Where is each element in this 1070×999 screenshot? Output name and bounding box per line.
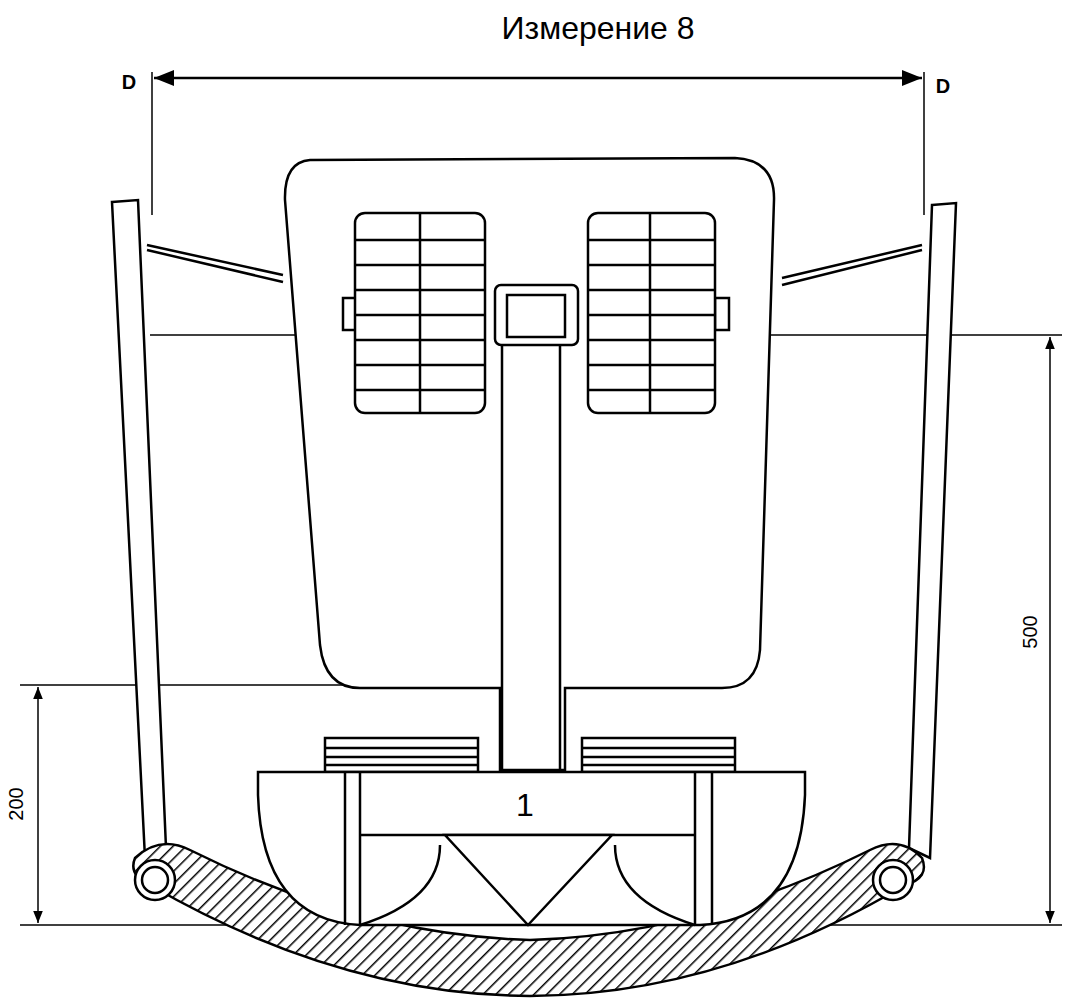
drawing-stroke (37, 687, 39, 923)
figure-title: Измерение 8 (501, 12, 694, 44)
drawing-stroke (923, 72, 925, 215)
drawing-stroke (359, 772, 362, 925)
drawing-stroke (588, 239, 715, 242)
drawing-stroke (1049, 337, 1051, 923)
base-block (135, 772, 913, 925)
drawing-stroke (147, 250, 283, 282)
dimension-lines (20, 72, 1062, 925)
dimension-value: 500 (1020, 615, 1040, 648)
drawing-stroke (419, 213, 422, 413)
drawing-stroke (782, 250, 922, 285)
drawing-stroke (344, 772, 347, 925)
callout-number: 1 (516, 789, 534, 821)
drawing-stroke (715, 298, 729, 330)
drawing-stroke (495, 285, 578, 345)
drawing-stroke (582, 756, 735, 759)
drawing-stroke (360, 845, 440, 925)
drawing-stroke (355, 264, 485, 267)
drawing-stroke (582, 764, 735, 767)
drawing-stroke (112, 200, 166, 858)
drawing-stroke (588, 389, 715, 392)
drawing-stroke (588, 364, 715, 367)
dimension-value: 200 (6, 787, 26, 820)
drawing-stroke (873, 860, 913, 900)
drawing-stroke (135, 860, 175, 900)
drawing-stroke (694, 772, 697, 925)
drawing-stroke (355, 389, 485, 392)
drawing-stroke (325, 747, 478, 750)
drawing-stroke (325, 738, 478, 772)
drawing-stroke (507, 295, 565, 337)
drawing-stroke (355, 213, 485, 413)
drawing-stroke (909, 203, 956, 858)
drawing-stroke (151, 72, 153, 215)
drawing-stroke (559, 345, 562, 770)
drawing-stroke (615, 845, 695, 925)
drawing-stroke (258, 772, 805, 925)
drawing-stroke (588, 213, 715, 413)
drawing-stroke (355, 239, 485, 242)
dimension-letter: D (122, 72, 136, 92)
drawing-stroke (782, 245, 922, 278)
drawing-stroke (355, 339, 485, 342)
drawing-stroke (355, 364, 485, 367)
drawing-stroke (355, 314, 485, 317)
drawing-stroke (142, 867, 168, 893)
drawing-stroke (445, 835, 612, 925)
drawing-stroke (588, 314, 715, 317)
drawing-stroke (588, 339, 715, 342)
drawing-stroke (588, 264, 715, 267)
drawing-stroke (355, 289, 485, 292)
drawing-stroke (582, 738, 735, 772)
drawing-stroke (880, 867, 906, 893)
seat-frame (112, 158, 956, 858)
drawing-stroke (147, 245, 283, 275)
drawing-stroke (588, 289, 715, 292)
drawing-stroke (325, 756, 478, 759)
drawing-stroke (285, 158, 774, 770)
drawing-stroke (582, 747, 735, 750)
drawing-stroke (325, 764, 478, 767)
drawing-stroke (501, 345, 504, 770)
dimension-letter: D (936, 76, 950, 96)
drawing-stroke (711, 772, 714, 925)
drawing-stroke (154, 77, 922, 80)
drawing-stroke (649, 213, 652, 413)
